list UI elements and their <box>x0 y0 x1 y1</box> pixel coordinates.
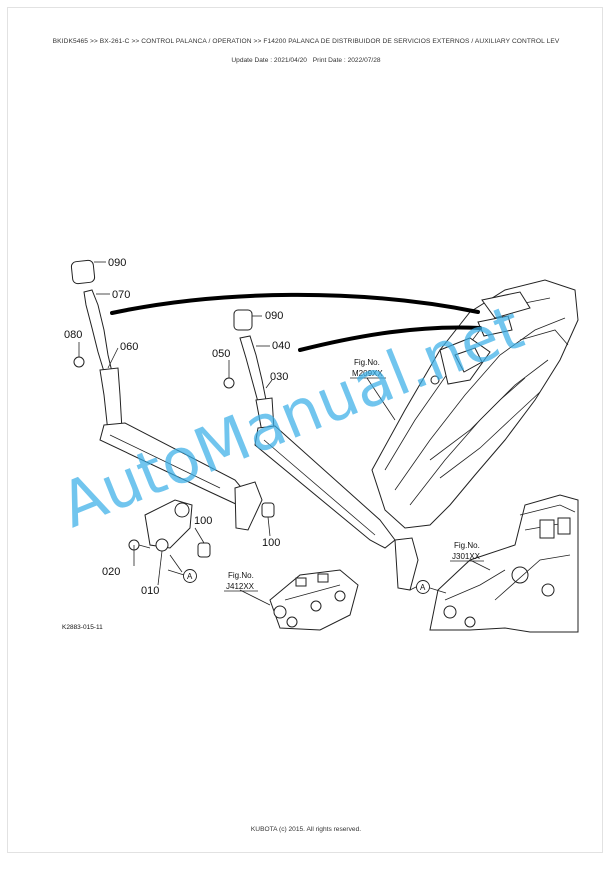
part-label: 050 <box>212 348 230 360</box>
part-label: 090 <box>108 257 126 269</box>
fig-ref-code: J412XX <box>226 582 255 591</box>
leader-lines <box>78 261 491 606</box>
part-label: 080 <box>64 329 82 341</box>
control-valve-illustration <box>269 569 359 631</box>
fig-ref-code: M209XX <box>352 369 383 378</box>
footer-copyright: KUBOTA (c) 2015. All rights reserved. <box>250 826 362 833</box>
callout-a-left: A <box>167 569 197 583</box>
print-date: Print Date : 2022/07/28 <box>312 57 381 64</box>
part-label: 010 <box>141 585 159 597</box>
callout-a-right: A <box>416 580 447 594</box>
part-label: 040 <box>272 340 290 352</box>
part-label: 100 <box>262 537 280 549</box>
breadcrumb: BKIDK5465 >> BX-261-C >> CONTROL PALANCA… <box>52 38 560 45</box>
fig-ref-title: Fig.No. <box>354 358 380 367</box>
date-line: Update Date : 2021/04/20 Print Date : 20… <box>0 57 612 64</box>
drawing-code: K2883-015-11 <box>62 624 103 631</box>
reference-curve-1 <box>110 292 480 315</box>
update-date: Update Date : 2021/04/20 <box>231 57 307 64</box>
part-label: 020 <box>102 566 120 578</box>
callout-letter: A <box>420 583 426 592</box>
fender-illustration <box>371 279 579 529</box>
callout-letter: A <box>187 572 193 581</box>
transmission-illustration <box>429 494 579 633</box>
reference-curve-2 <box>298 325 482 352</box>
page-frame <box>7 7 603 853</box>
left-lever-assembly <box>70 259 251 558</box>
part-label: 030 <box>270 371 288 383</box>
fig-ref-title: Fig.No. <box>228 571 254 580</box>
part-label: 060 <box>120 341 138 353</box>
fig-ref-title: Fig.No. <box>454 541 480 550</box>
part-label: 070 <box>112 289 130 301</box>
part-label: 090 <box>265 310 283 322</box>
fig-ref-code: J301XX <box>452 552 481 561</box>
part-label: 100 <box>194 515 212 527</box>
right-lever-assembly <box>223 309 419 591</box>
